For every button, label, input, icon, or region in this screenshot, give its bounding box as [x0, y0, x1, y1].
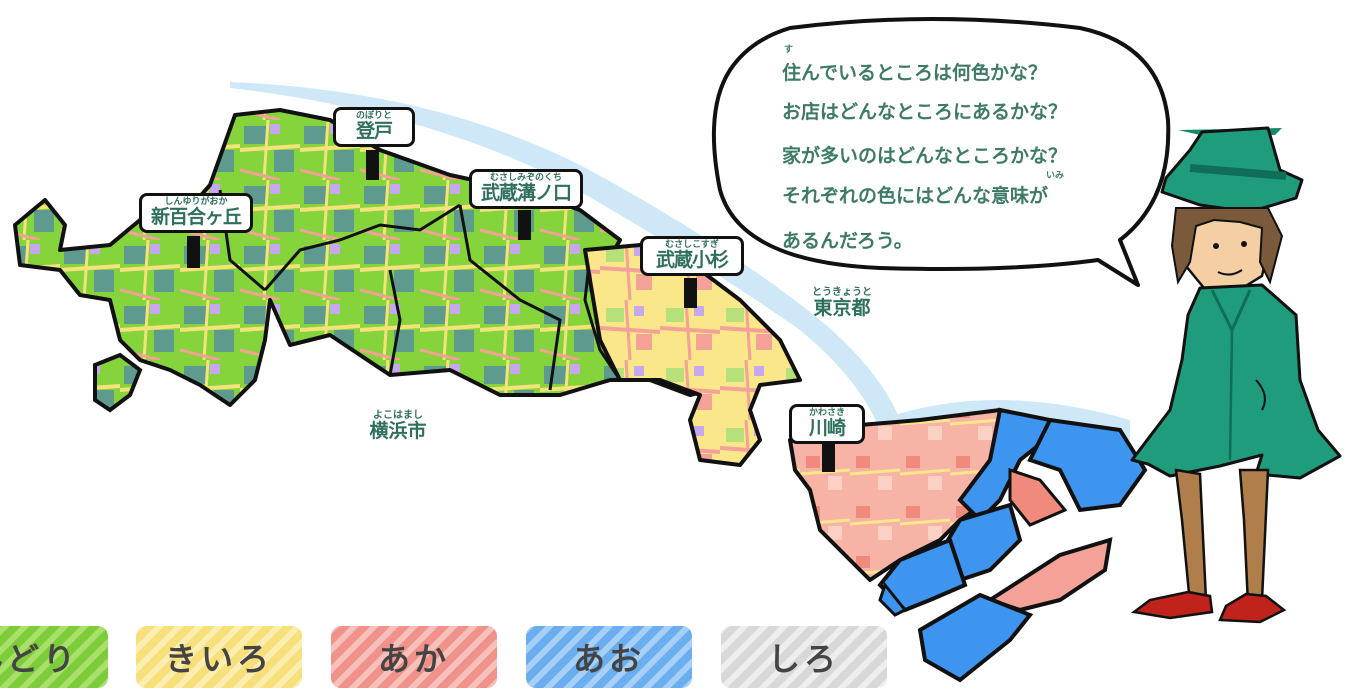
region-name-yokohama: 横浜市	[369, 420, 427, 442]
region-furigana-tokyo: とうきょうと	[812, 287, 872, 298]
coat	[1130, 283, 1342, 480]
region-name-tokyo: 東京都	[813, 297, 871, 319]
legend-button-blue[interactable]: あお	[526, 626, 692, 688]
bubble-line-3: 家が多いのはどんなところかな？	[782, 145, 1068, 167]
legend-button-green[interactable]: みどり	[0, 626, 108, 688]
legend-label: しろ	[767, 640, 840, 678]
region-furigana-yokohama: よこはまし	[373, 410, 423, 421]
legend-label: あか	[377, 640, 450, 678]
central-wards	[583, 243, 802, 467]
station-pole	[684, 278, 697, 308]
station-name: 武蔵溝ノ口	[480, 182, 572, 204]
furigana-imi: いみ	[1046, 171, 1065, 181]
west-wards	[13, 108, 732, 407]
station-sign-kawasaki[interactable]: かわさき 川崎	[789, 404, 865, 444]
bubble-line-2: お店はどんなところにあるかな？	[782, 101, 1068, 123]
station-pole	[187, 236, 200, 268]
station-furigana: むさしみぞのくち	[489, 173, 562, 183]
furigana-su: す	[784, 45, 794, 55]
station-sign-musashimizonokuchi[interactable]: むさしみぞのくち 武蔵溝ノ口	[469, 169, 583, 209]
station-furigana: のぼりと	[355, 111, 392, 121]
right-shoe	[1218, 592, 1287, 624]
industrial-islands	[877, 407, 1148, 683]
station-name: 川崎	[808, 417, 846, 439]
station-pole	[822, 444, 835, 472]
station-furigana: かわさき	[808, 408, 845, 418]
legend-label: きいろ	[164, 640, 273, 678]
station-pole	[518, 210, 531, 240]
left-shoe	[1130, 590, 1214, 620]
legend-label: あお	[572, 640, 645, 678]
bubble-line-1: 住んでいるところは何色かな？	[782, 62, 1048, 84]
coastal-ward	[788, 408, 1042, 582]
station-furigana: しんゆりがおか	[164, 197, 228, 207]
station-name: 新百合ヶ丘	[150, 206, 242, 228]
region-label-tokyo: とうきょうと 東京都	[800, 287, 884, 319]
region-label-yokohama: よこはまし 横浜市	[358, 410, 438, 442]
station-name: 武蔵小杉	[655, 249, 729, 271]
station-sign-noborito[interactable]: のぼりと 登戸	[333, 107, 415, 147]
bubble-line-5: あるんだろう。	[782, 230, 913, 252]
station-name: 登戸	[355, 120, 393, 142]
legend-button-yellow[interactable]: きいろ	[136, 626, 302, 688]
station-furigana: むさしこすぎ	[665, 240, 719, 250]
legend-label: みどり	[0, 640, 79, 678]
legend-button-red[interactable]: あか	[331, 626, 497, 688]
legend-button-white[interactable]: しろ	[721, 626, 887, 688]
bubble-line-4: それぞれの色にはどんな意味が	[782, 185, 1049, 207]
station-sign-shinyurigaoka[interactable]: しんゆりがおか 新百合ヶ丘	[139, 193, 253, 233]
station-pole	[366, 150, 379, 180]
